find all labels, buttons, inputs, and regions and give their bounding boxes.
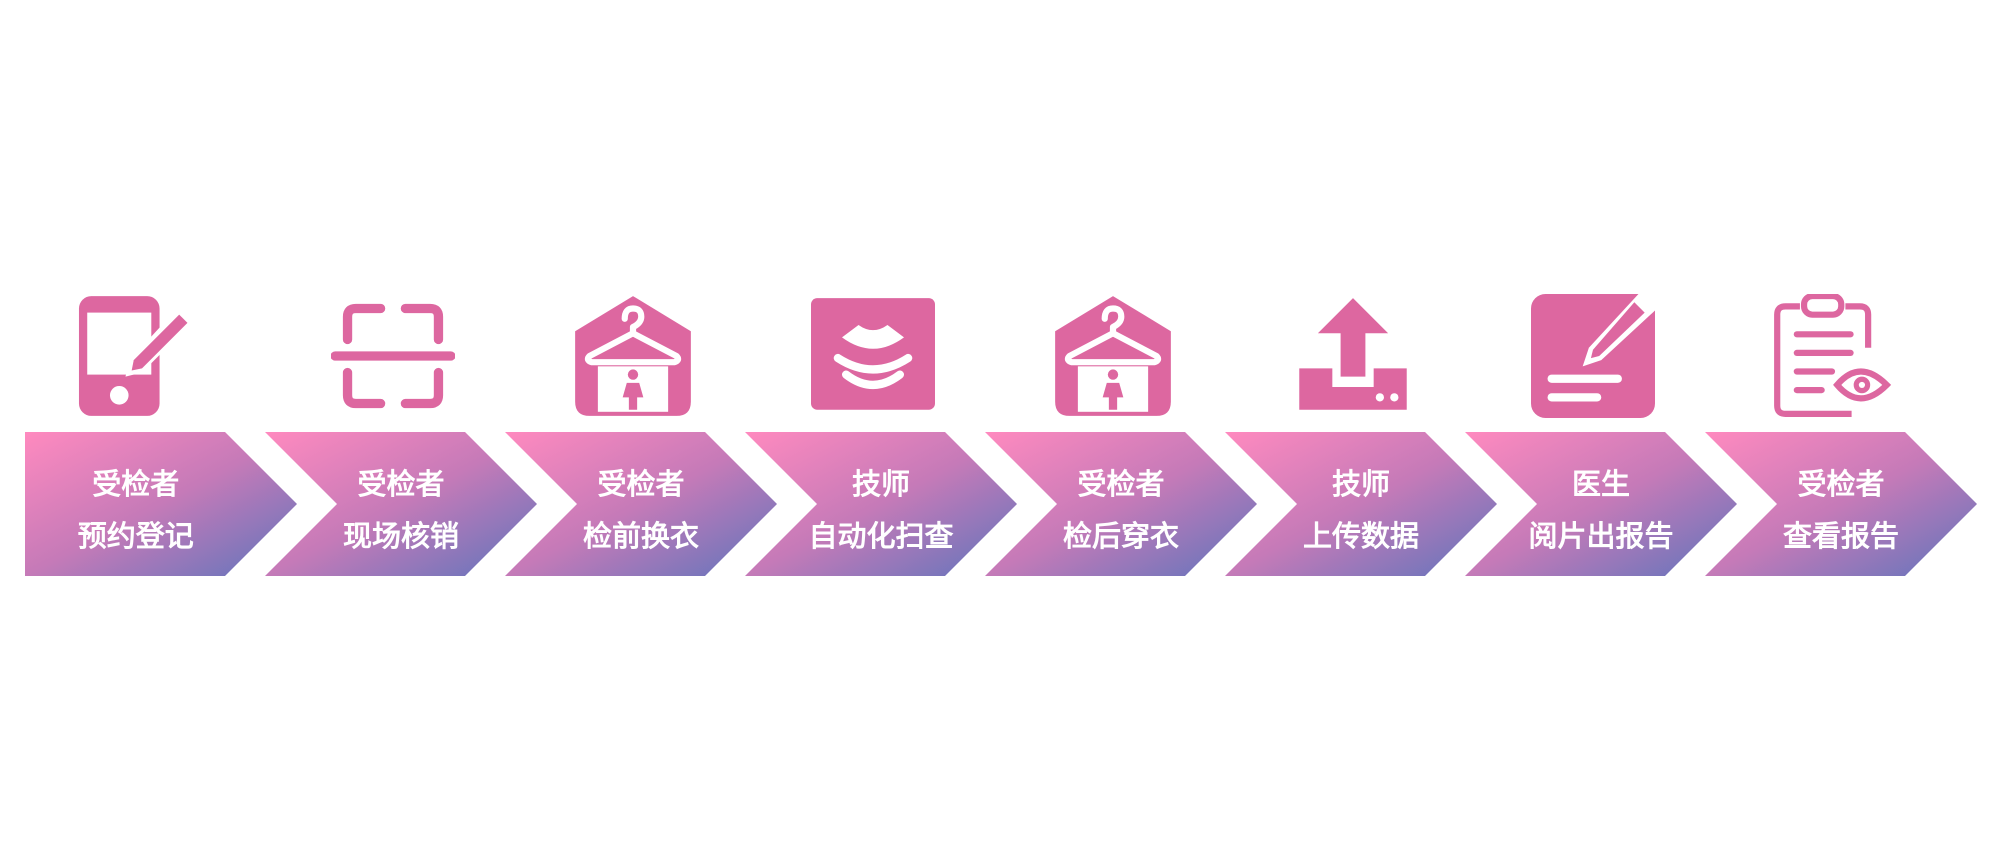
step-chevron-8	[1705, 432, 1977, 576]
step-role-label: 技师	[1332, 467, 1390, 501]
step-role-label: 受检者	[597, 467, 684, 501]
report-write-icon	[1531, 294, 1655, 418]
upload-icon	[1299, 298, 1407, 410]
step-action-label: 检前换衣	[583, 519, 699, 553]
step-action-label: 阅片出报告	[1528, 519, 1673, 553]
step-action-label: 自动化扫查	[808, 519, 953, 553]
hanger-changing-icon	[1055, 296, 1171, 416]
step-chevron-2	[265, 432, 537, 576]
step-role-label: 受检者	[357, 467, 444, 501]
step-action-label: 预约登记	[78, 519, 194, 553]
step-chevron-7	[1465, 432, 1737, 576]
clipboard-view-icon	[1777, 296, 1887, 414]
ultrasound-scan-icon	[811, 298, 935, 410]
step-chevron-5	[985, 432, 1257, 576]
step-action-label: 检后穿衣	[1063, 519, 1179, 553]
step-chevron-3	[505, 432, 777, 576]
step-action-label: 现场核销	[343, 519, 459, 553]
step-role-label: 受检者	[92, 467, 179, 501]
step-role-label: 医生	[1572, 467, 1630, 501]
step-action-label: 查看报告	[1783, 519, 1899, 553]
hanger-changing-icon	[575, 296, 691, 416]
phone-edit-icon	[78, 296, 192, 416]
step-role-label: 受检者	[1797, 467, 1884, 501]
scan-frame-icon	[335, 308, 451, 403]
step-role-label: 技师	[852, 467, 910, 501]
step-role-label: 受检者	[1077, 467, 1164, 501]
step-chevron-6	[1225, 432, 1497, 576]
step-chevron-4	[745, 432, 1017, 576]
step-chevron-1	[25, 432, 297, 576]
step-action-label: 上传数据	[1303, 519, 1419, 553]
